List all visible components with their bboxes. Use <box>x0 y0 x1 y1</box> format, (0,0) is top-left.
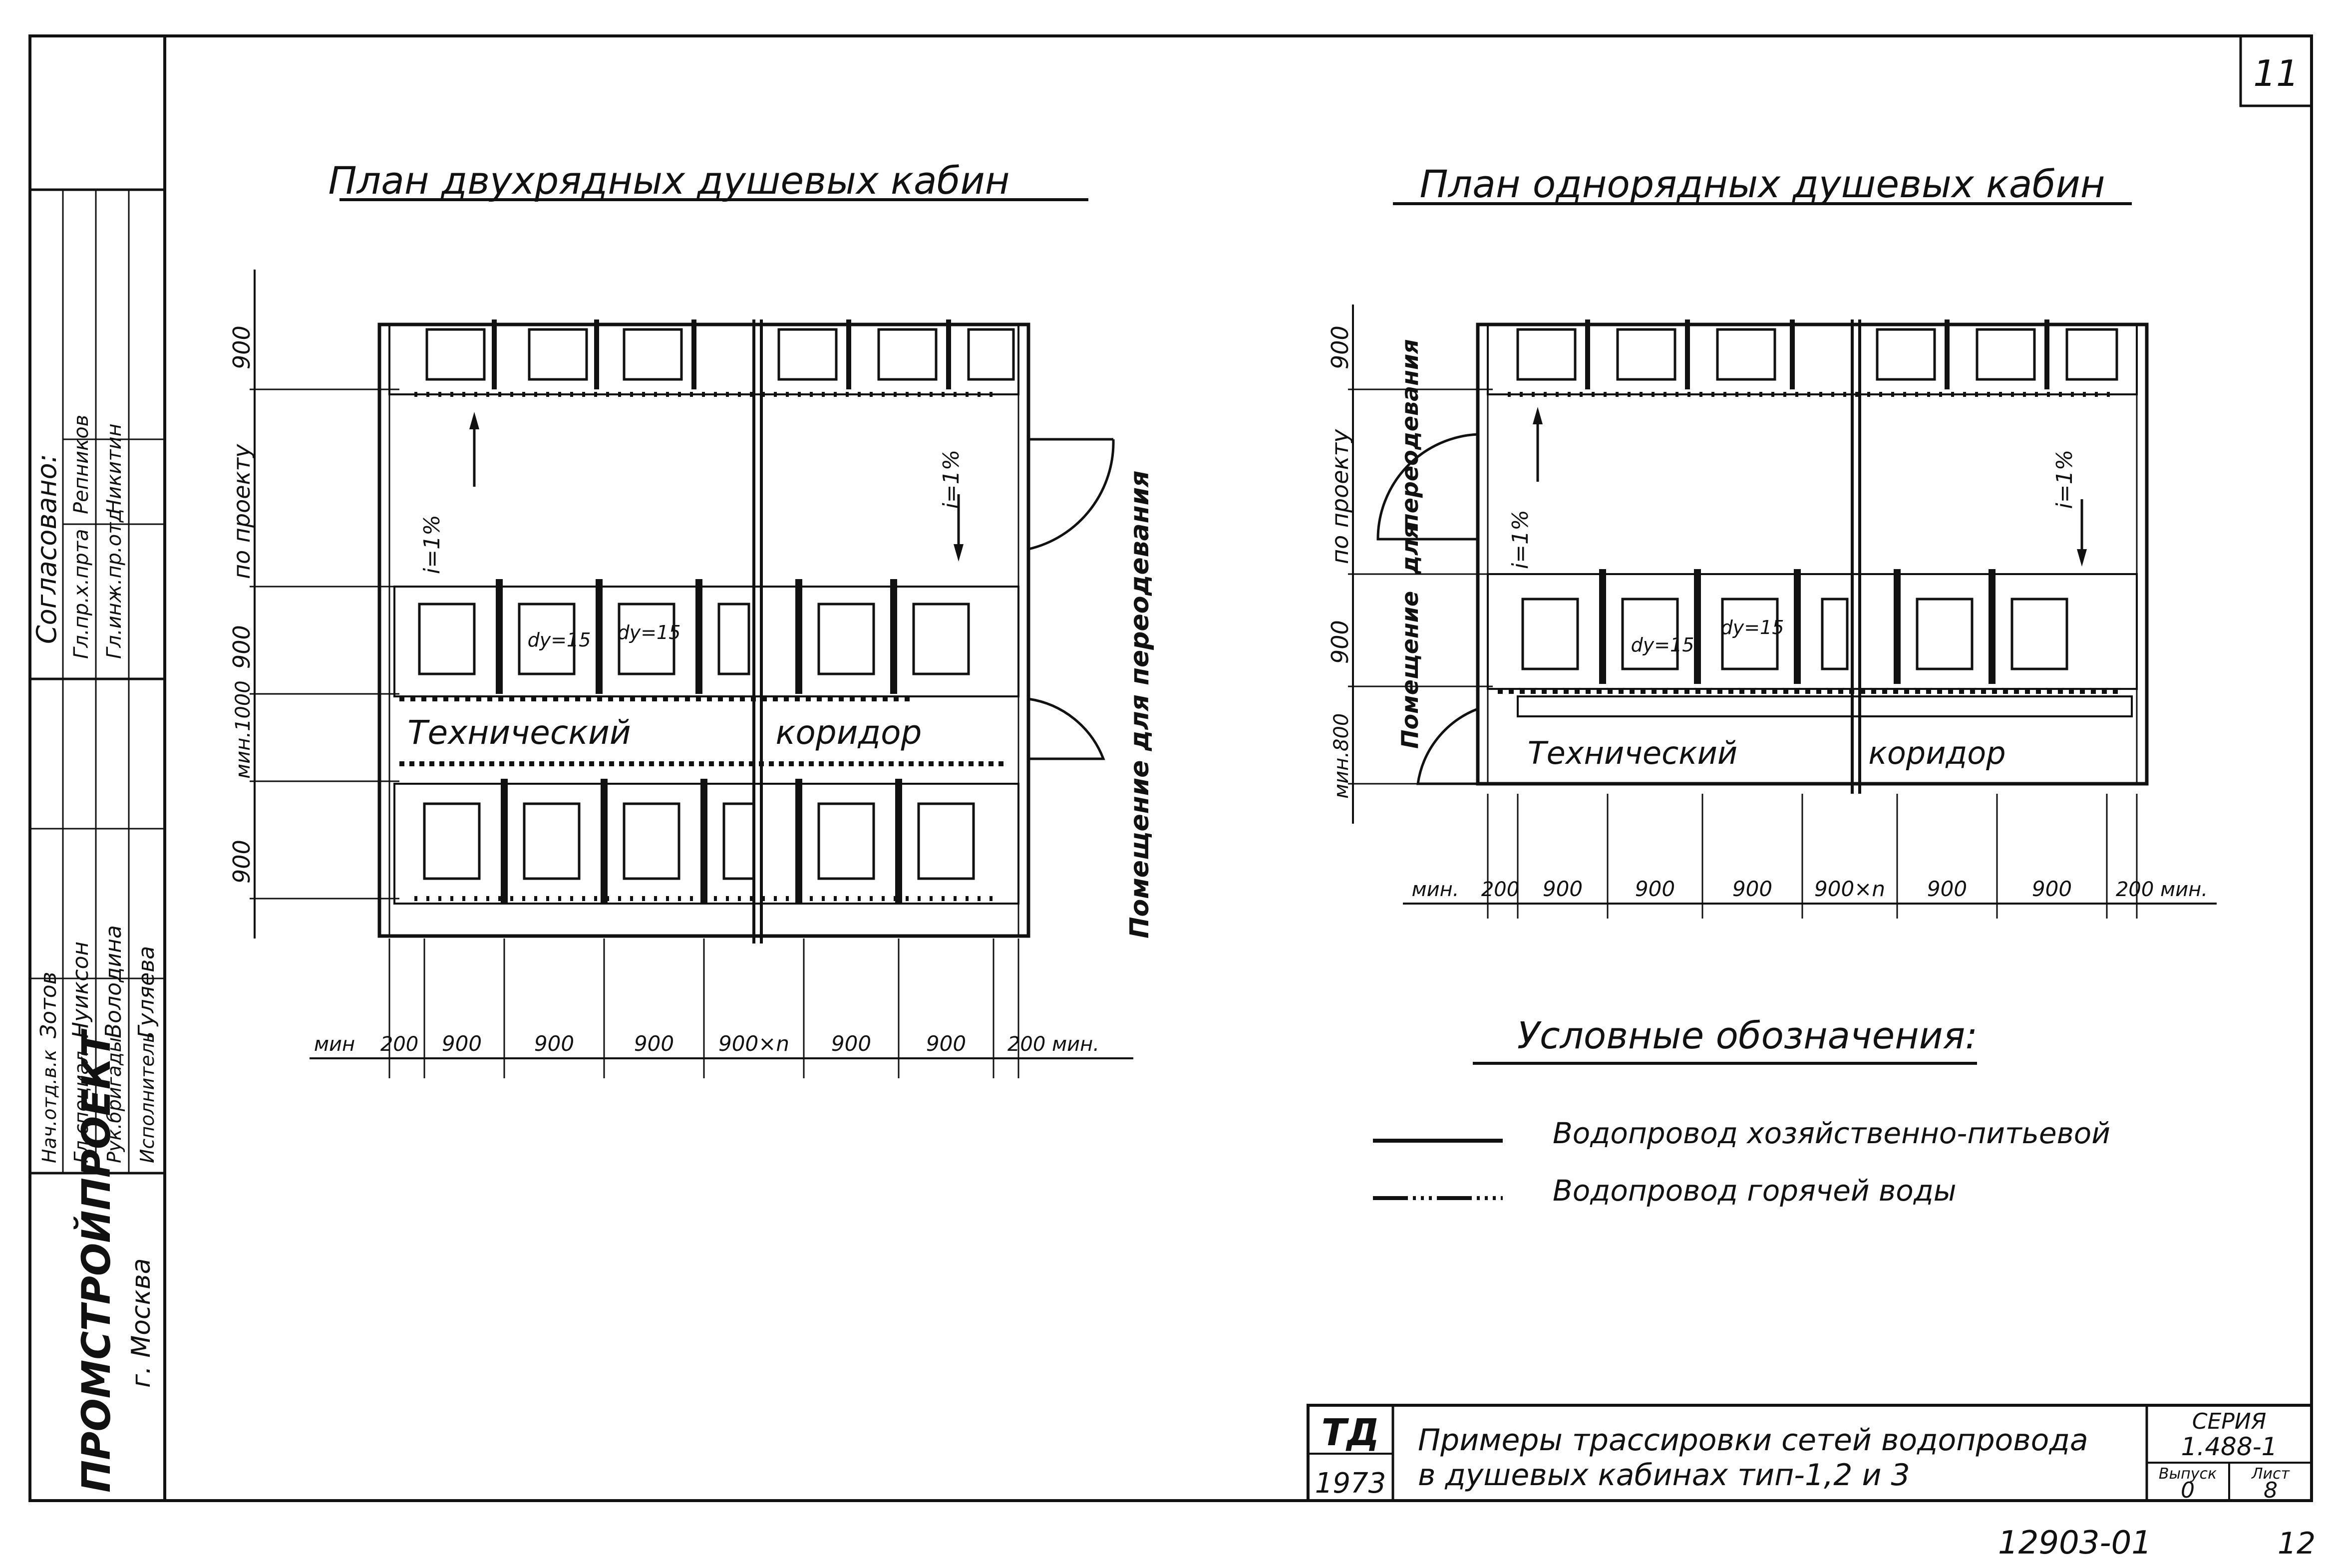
title-issue-value: 0 <box>2181 1478 2195 1503</box>
bottom-cabin-row <box>393 779 1019 905</box>
plan-single-corridor-left: Технический <box>1528 735 1737 771</box>
title-series-label: СЕРИЯ <box>2192 1409 2267 1434</box>
plan-single-hdim-1: 200 <box>1481 878 1519 901</box>
plan-double-corridor-right: коридор <box>776 713 922 752</box>
single-door-top-icon <box>1376 433 1479 541</box>
footer-page: 12 <box>2278 1526 2316 1561</box>
plan-double-row: План двухрядных душевых кабин <box>228 158 1155 1078</box>
plan-single-vdim-4: мин.800 <box>1330 713 1353 799</box>
stamp-staff-name-4: Гуляева <box>134 946 159 1038</box>
plan-single-hdim-6: 900 <box>1927 877 1967 901</box>
plan-single-dy-1: dy=15 <box>1631 634 1694 656</box>
plan-double-dy-1: dy=15 <box>528 629 591 651</box>
plan-double-title: План двухрядных душевых кабин <box>329 158 1010 203</box>
door-bottom-icon <box>1028 697 1105 760</box>
footer-code: 12903-01 <box>1998 1525 2152 1562</box>
sheet-number-box <box>2239 34 2313 107</box>
stamp-approval-name-2: Никитин <box>103 423 126 514</box>
side-stamp: Согласовано: Гл.пр.х.прта Репников Гл.ин… <box>30 188 165 1493</box>
plan-single-title: План однорядных душевых кабин <box>1420 162 2105 206</box>
plan-double-corridor-left: Технический <box>407 713 631 752</box>
title-td: ТД <box>1322 1411 1379 1454</box>
stamp-approval-role-2: Гл.инж.пр.отд <box>103 509 126 659</box>
plan-double-hdim-min: мин <box>314 1033 355 1056</box>
title-description-1: Примеры трассировки сетей водопровода <box>1418 1423 2088 1458</box>
title-description-2: в душевых кабинах тип-1,2 и 3 <box>1418 1458 1910 1493</box>
plan-single-room-mid: для <box>1396 524 1423 575</box>
title-sheet-value: 8 <box>2264 1478 2278 1503</box>
plan-double-hdim-3: 900 <box>534 1031 574 1056</box>
plan-double-vdim-4: мин.1000 <box>232 680 255 779</box>
plan-single-hdim-7: 900 <box>2032 877 2072 901</box>
sheet-number: 11 <box>2253 52 2299 94</box>
plan-double-vdim-2: по проекту <box>228 444 255 579</box>
legend-title: Условные обозначения: <box>1517 1014 1978 1057</box>
plan-single-row: План однорядных душевых кабин <box>1327 162 2217 919</box>
plan-double-dy-2: dy=15 <box>618 622 681 643</box>
plan-double-hdim-8: 200 мин. <box>1007 1033 1099 1056</box>
single-door-bottom-icon <box>1416 707 1478 785</box>
plan-double-hdim-6: 900 <box>831 1031 871 1056</box>
plan-single-hdim-3: 900 <box>1635 877 1675 901</box>
stamp-staff-role-4: Исполнитель <box>136 1032 158 1163</box>
legend: Условные обозначения: Водопровод хозяйст… <box>1373 1014 2110 1208</box>
stamp-org: ПРОМСТРОЙПРОЕКТ <box>73 1028 119 1493</box>
plan-double-hdim-4: 900 <box>634 1031 674 1056</box>
plan-single-slope-1: i=1% <box>1508 510 1533 569</box>
middle-cabin-row: dy=15 dy=15 <box>393 579 1019 701</box>
top-cabin-row <box>388 319 1019 397</box>
stamp-city: г. Москва <box>126 1258 156 1388</box>
plan-single-hdim-4: 900 <box>1732 877 1772 901</box>
plan-single-dy-2: dy=15 <box>1721 617 1784 638</box>
plan-single-room-top: переодевания <box>1396 339 1423 529</box>
stamp-staff-role-2: Гл.специал <box>70 1051 92 1163</box>
door-top-icon <box>1028 438 1115 551</box>
plan-double-hdim-1: 200 <box>380 1033 418 1056</box>
plan-double-slope-1: i=1% <box>419 515 445 574</box>
plan-double-hdim-7: 900 <box>926 1031 966 1056</box>
plan-single-corridor-right: коридор <box>1868 735 2005 771</box>
stamp-staff-role-1: Нач.отд.в.к <box>38 1049 60 1163</box>
plan-double-room-label: Помещение для переодевания <box>1125 471 1155 939</box>
single-top-cabin-row <box>1487 319 2138 397</box>
title-sheet-label: Лист <box>2251 1465 2291 1483</box>
plan-single-vdim-3: 900 <box>1327 620 1353 664</box>
sheet-frame <box>163 34 2313 1502</box>
stamp-approval-name-1: Репников <box>70 415 93 514</box>
plan-double-hdim-5: 900×n <box>718 1031 789 1056</box>
stamp-staff-name-1: Зотов <box>36 971 61 1038</box>
single-bottom-cabin-row: dy=15 dy=15 <box>1487 569 2138 717</box>
title-block: ТД 1973 Примеры трассировки сетей водопр… <box>1307 1404 2313 1503</box>
legend-item-2: Водопровод горячей воды <box>1553 1174 1957 1208</box>
stamp-staff-name-3: Володина <box>101 925 126 1038</box>
title-series-value: 1.488-1 <box>2181 1432 2278 1461</box>
title-issue-label: Выпуск <box>2159 1465 2217 1483</box>
plan-double-slope-2: i=1% <box>939 450 964 509</box>
stamp-approval-role-1: Гл.пр.х.прта <box>70 529 93 659</box>
stamp-approved: Согласовано: <box>31 454 62 644</box>
plan-single-vdim-1: 900 <box>1327 325 1353 369</box>
plan-single-room-bot: Помещение <box>1396 591 1423 749</box>
plan-double-vdim-1: 900 <box>228 325 255 369</box>
plan-single-vdim-2: по проекту <box>1327 429 1353 564</box>
plan-single-hdim-min: мин. <box>1411 878 1459 901</box>
stamp-staff-name-2: Нуиксон <box>68 941 93 1038</box>
plan-single-hdim-2: 900 <box>1543 877 1583 901</box>
stamp-staff-role-3: Рук.бригады <box>103 1037 125 1163</box>
plan-single-hdim-8: 200 мин. <box>2116 878 2208 901</box>
legend-item-1: Водопровод хозяйственно-питьевой <box>1553 1116 2110 1150</box>
plan-double-hdim-2: 900 <box>442 1031 482 1056</box>
plan-single-hdim-5: 900×n <box>1814 877 1885 901</box>
plan-single-slope-2: i=1% <box>2052 450 2077 509</box>
title-year: 1973 <box>1315 1467 1386 1500</box>
plan-double-vdim-5: 900 <box>228 840 255 884</box>
plan-double-vdim-3: 900 <box>228 625 255 669</box>
